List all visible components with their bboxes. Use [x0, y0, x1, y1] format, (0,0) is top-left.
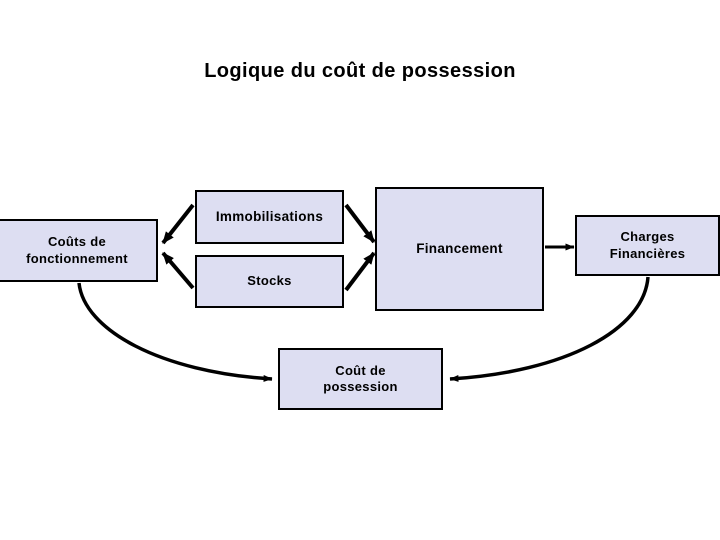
connector-immobilisations-to-couts — [161, 203, 195, 245]
page-title: Logique du coût de possession — [204, 60, 516, 82]
connector-immobilisations-to-financement — [344, 203, 376, 244]
node-label: Charges Financières — [607, 229, 689, 262]
node-charges-financieres[interactable]: Charges Financières — [575, 215, 720, 276]
node-cout-de-possession[interactable]: Coût de possession — [278, 348, 443, 410]
node-financement[interactable]: Financement — [375, 187, 544, 311]
node-label-line2: Financières — [609, 245, 686, 261]
node-label: Coûts de fonctionnement — [23, 234, 131, 267]
node-label: Stocks — [247, 273, 292, 289]
node-label-line1: Charges — [620, 229, 675, 245]
node-stocks[interactable]: Stocks — [195, 255, 344, 308]
node-label-line1: Coût de — [335, 362, 386, 378]
node-label-line1: Coûts de — [47, 234, 106, 250]
node-label: Coût de possession — [320, 363, 401, 396]
connector-stocks-to-couts — [161, 251, 195, 290]
node-couts-de-fonctionnement[interactable]: Coûts de fonctionnement — [0, 219, 158, 282]
node-label: Immobilisations — [215, 208, 324, 224]
node-immobilisations[interactable]: Immobilisations — [195, 190, 344, 244]
node-label-line2: fonctionnement — [26, 250, 128, 266]
node-label: Financement — [416, 240, 503, 256]
connector-stocks-to-financement — [344, 251, 376, 292]
node-label-line2: possession — [323, 379, 398, 394]
